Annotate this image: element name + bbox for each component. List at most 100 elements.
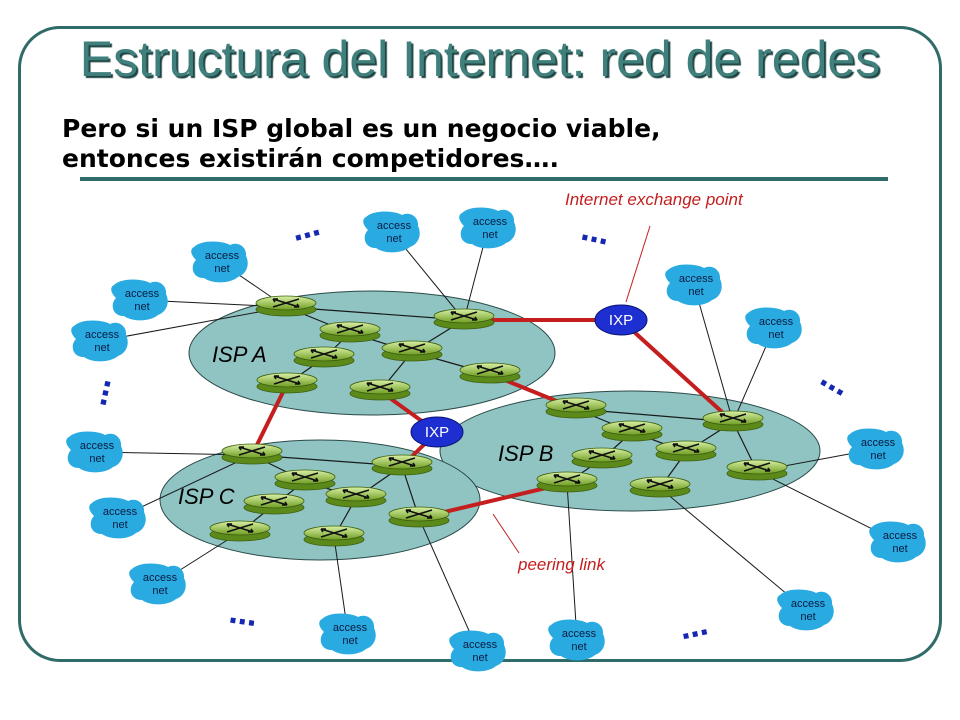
access-net-label-line1: access xyxy=(473,216,508,228)
access-net-label-line1: access xyxy=(861,437,896,449)
router-arrows xyxy=(320,528,348,538)
ellipsis-dots: … xyxy=(227,597,259,634)
subtitle-line-1: Pero si un ISP global es un negocio viab… xyxy=(62,114,661,143)
access-net-label-line1: access xyxy=(791,598,826,610)
access-net-shape xyxy=(111,279,168,321)
router-arrows xyxy=(342,489,370,499)
access-net-label-line2: net xyxy=(688,286,703,298)
access-net-shape xyxy=(548,619,605,661)
router-icon xyxy=(293,346,355,368)
access-net-label-line1: access xyxy=(562,628,597,640)
access-net-label-line2: net xyxy=(89,453,104,465)
router-icon xyxy=(303,525,365,547)
access-net-label-line2: net xyxy=(152,585,167,597)
router-arrows xyxy=(226,523,254,533)
page-title: Estructura del Internet: red de redes xyxy=(79,31,881,87)
access-net-label-line1: access xyxy=(103,506,138,518)
access-net-label-line2: net xyxy=(571,641,586,653)
router-arrows xyxy=(272,298,300,308)
router-arrows xyxy=(646,479,674,489)
title-underline xyxy=(80,177,888,181)
router-icon xyxy=(255,295,317,317)
router-arrows xyxy=(366,382,394,392)
peering-link-line xyxy=(619,318,735,424)
ellipsis-dots: … xyxy=(677,608,711,646)
peering-annotation-pointer xyxy=(492,513,520,554)
router-icon xyxy=(629,476,691,498)
ixp-annotation: Internet exchange point xyxy=(565,190,744,209)
access-link xyxy=(418,517,479,652)
access-net-label-line1: access xyxy=(80,440,115,452)
router-arrows xyxy=(743,462,771,472)
access-net-label-line1: access xyxy=(377,220,412,232)
access-net-label-line1: access xyxy=(679,273,714,285)
access-link xyxy=(693,284,734,423)
access-net-label-line2: net xyxy=(94,342,109,354)
access-net-shape xyxy=(191,241,248,283)
router-icon xyxy=(381,340,443,362)
access-net-label-line2: net xyxy=(870,450,885,462)
ixp-annotation-pointer xyxy=(625,225,651,303)
access-net-label-line1: access xyxy=(333,622,368,634)
access-net-label-line2: net xyxy=(386,233,401,245)
router-icon xyxy=(601,420,663,442)
router-arrows xyxy=(476,365,504,375)
routers xyxy=(209,295,788,547)
access-net-shape xyxy=(869,521,926,563)
router-icon xyxy=(256,372,318,394)
access-net-shape xyxy=(363,211,420,253)
access-net-label-line2: net xyxy=(800,611,815,623)
router-icon xyxy=(349,379,411,401)
access-net-label-line2: net xyxy=(214,263,229,275)
router-icon xyxy=(459,362,521,384)
access-net-label-line2: net xyxy=(342,635,357,647)
peering-link-annotation: peering link xyxy=(517,555,606,574)
router-arrows xyxy=(388,457,416,467)
access-net-shape xyxy=(745,307,802,349)
access-networks: accessnetaccessnetaccessnetaccessnetacce… xyxy=(66,207,926,672)
access-link xyxy=(566,482,578,641)
router-icon xyxy=(655,440,717,462)
router-icon xyxy=(545,397,607,419)
access-net-label-line2: net xyxy=(472,652,487,664)
access-link xyxy=(99,306,287,342)
access-net-shape xyxy=(89,497,146,539)
router-icon xyxy=(726,459,788,481)
access-net-label-line1: access xyxy=(125,288,160,300)
access-net-label-line1: access xyxy=(463,639,498,651)
router-icon xyxy=(371,454,433,476)
ixp-ellipse xyxy=(594,304,648,336)
router-icon xyxy=(325,486,387,508)
router-icon xyxy=(243,493,305,515)
router-arrows xyxy=(273,375,301,385)
subtitle: Pero si un ISP global es un negocio viab… xyxy=(62,114,862,174)
router-arrows xyxy=(260,496,288,506)
access-net-shape xyxy=(449,630,506,672)
isp-label: ISP C xyxy=(178,484,235,509)
peering-link-line xyxy=(250,382,289,457)
router-arrows xyxy=(310,349,338,359)
access-net-label-line1: access xyxy=(759,316,794,328)
ellipsis-dots: … xyxy=(815,360,856,403)
access-link xyxy=(659,487,807,611)
router-arrows xyxy=(405,509,433,519)
router-icon xyxy=(571,447,633,469)
router-arrows xyxy=(398,343,426,353)
router-arrows xyxy=(553,474,581,484)
router-arrows xyxy=(562,400,590,410)
access-net-label-line2: net xyxy=(112,519,127,531)
access-net-label-line2: net xyxy=(768,329,783,341)
router-icon xyxy=(536,471,598,493)
